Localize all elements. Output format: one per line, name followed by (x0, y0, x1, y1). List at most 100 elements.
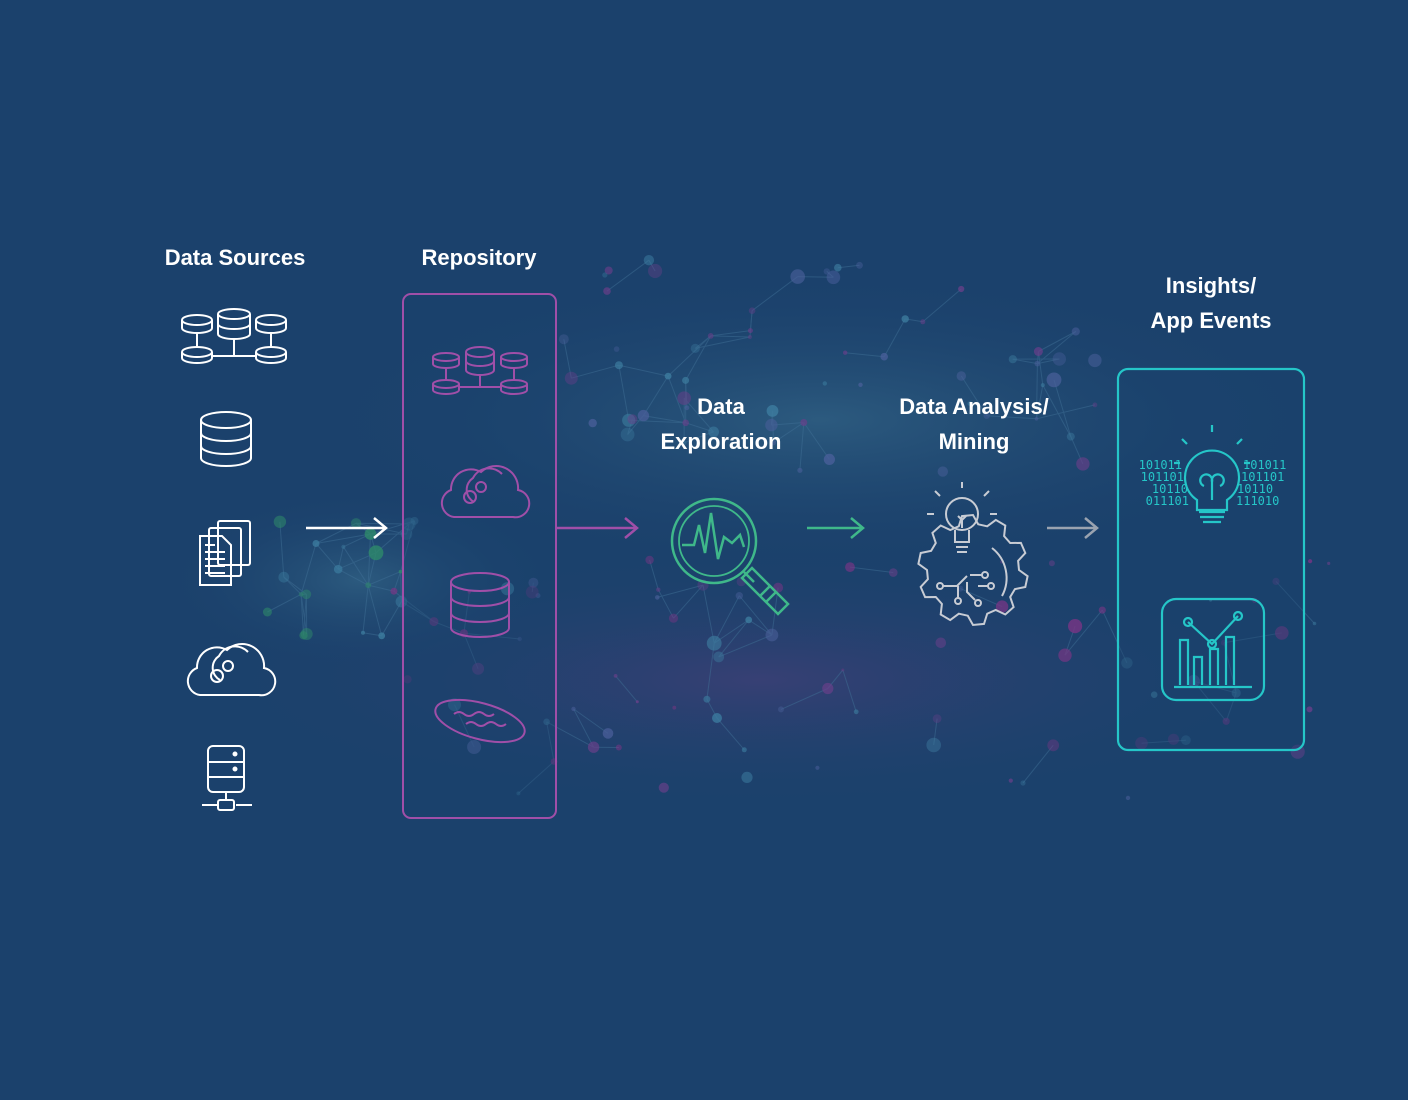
cloud-gears-icon (440, 465, 531, 519)
network-node (1327, 561, 1331, 566)
lightbulb-gear-circuit-icon (917, 482, 1029, 627)
network-node (712, 713, 722, 723)
database-icon (200, 411, 252, 467)
network-link (842, 669, 857, 712)
network-node (681, 440, 687, 446)
network-link (303, 594, 307, 636)
insights-title-line1: Insights/ (1165, 273, 1257, 298)
network-node (525, 585, 539, 599)
network-link (1012, 358, 1038, 365)
network-link (845, 352, 885, 358)
network-node (741, 747, 747, 753)
network-link (615, 675, 638, 703)
network-node (1150, 691, 1158, 698)
network-link (300, 594, 308, 635)
network-link (1042, 384, 1072, 437)
network-link (283, 576, 307, 595)
network-link (368, 571, 401, 586)
network-link (883, 318, 906, 357)
network-server-icon (202, 745, 252, 811)
data-sources-column (181, 308, 287, 811)
magnifier-waveform-icon (670, 497, 790, 616)
network-node (684, 405, 690, 411)
network-node (668, 613, 679, 623)
network-link (773, 422, 805, 444)
network-link (463, 592, 470, 634)
arrow-to-repository (306, 517, 388, 539)
network-node (1058, 648, 1072, 662)
binary-line: 10110 (1237, 482, 1273, 496)
network-node (770, 440, 777, 446)
network-node (613, 674, 618, 678)
network-node (333, 564, 343, 574)
network-node (448, 698, 461, 712)
label-data-exploration: Data Exploration (621, 389, 821, 459)
network-node (643, 255, 655, 266)
network-node (403, 675, 412, 684)
network-link (571, 364, 620, 379)
network-node (1167, 733, 1180, 745)
network-link (960, 375, 988, 416)
network-link (367, 533, 371, 586)
network-node (301, 589, 312, 600)
network-node (622, 413, 636, 427)
network-node (614, 361, 623, 370)
network-node (613, 346, 620, 352)
network-node (790, 269, 805, 284)
network-link (546, 721, 555, 762)
network-node (350, 518, 362, 529)
network-link (685, 335, 712, 381)
network-link (618, 364, 669, 377)
cloud-gears-icon (186, 643, 277, 697)
network-link (1141, 739, 1186, 744)
network-node (745, 616, 753, 624)
network-link (657, 589, 674, 619)
network-link (710, 330, 751, 337)
network-link (406, 523, 410, 535)
network-link (300, 543, 317, 595)
network-link (643, 415, 686, 424)
network-node (920, 319, 926, 325)
network-node (588, 418, 597, 428)
network-link (1225, 692, 1237, 722)
network-link (1037, 331, 1077, 364)
network-link (849, 566, 894, 574)
network-node (845, 562, 855, 572)
network-node (658, 782, 669, 793)
network-link (1022, 744, 1054, 784)
network-node (1222, 717, 1230, 725)
binary-code-right: 101011 101101 10110 111010 (1236, 458, 1286, 508)
network-node (472, 662, 485, 675)
database-icon (450, 572, 510, 638)
network-node (1125, 795, 1131, 801)
label-insights: Insights/ App Events (1111, 268, 1311, 338)
network-link (683, 397, 714, 433)
network-node (365, 582, 372, 589)
binary-code-left: 101011 101101 10110 011101 (1139, 458, 1189, 508)
network-link (370, 520, 415, 535)
network-node (797, 467, 803, 473)
network-node (378, 632, 386, 640)
network-node (822, 682, 834, 695)
analysis-title-line1: Data Analysis/ (899, 394, 1049, 419)
binary-line: 011101 (1146, 494, 1189, 508)
network-link (933, 718, 938, 746)
network-node (1020, 780, 1026, 786)
network-node (278, 571, 290, 583)
network-link (1037, 358, 1060, 365)
network-node (834, 263, 842, 272)
network-node (822, 381, 827, 386)
network-link (749, 310, 753, 331)
network-node (826, 270, 841, 285)
network-node (587, 741, 600, 753)
network-node (535, 593, 541, 599)
network-link (368, 584, 395, 592)
network-link (751, 276, 798, 312)
binary-line: 101101 (1241, 470, 1284, 484)
network-node (1181, 735, 1191, 746)
network-link (1053, 379, 1072, 437)
network-node (1135, 736, 1148, 750)
distributed-database-icon (181, 308, 287, 364)
network-link (267, 593, 302, 613)
